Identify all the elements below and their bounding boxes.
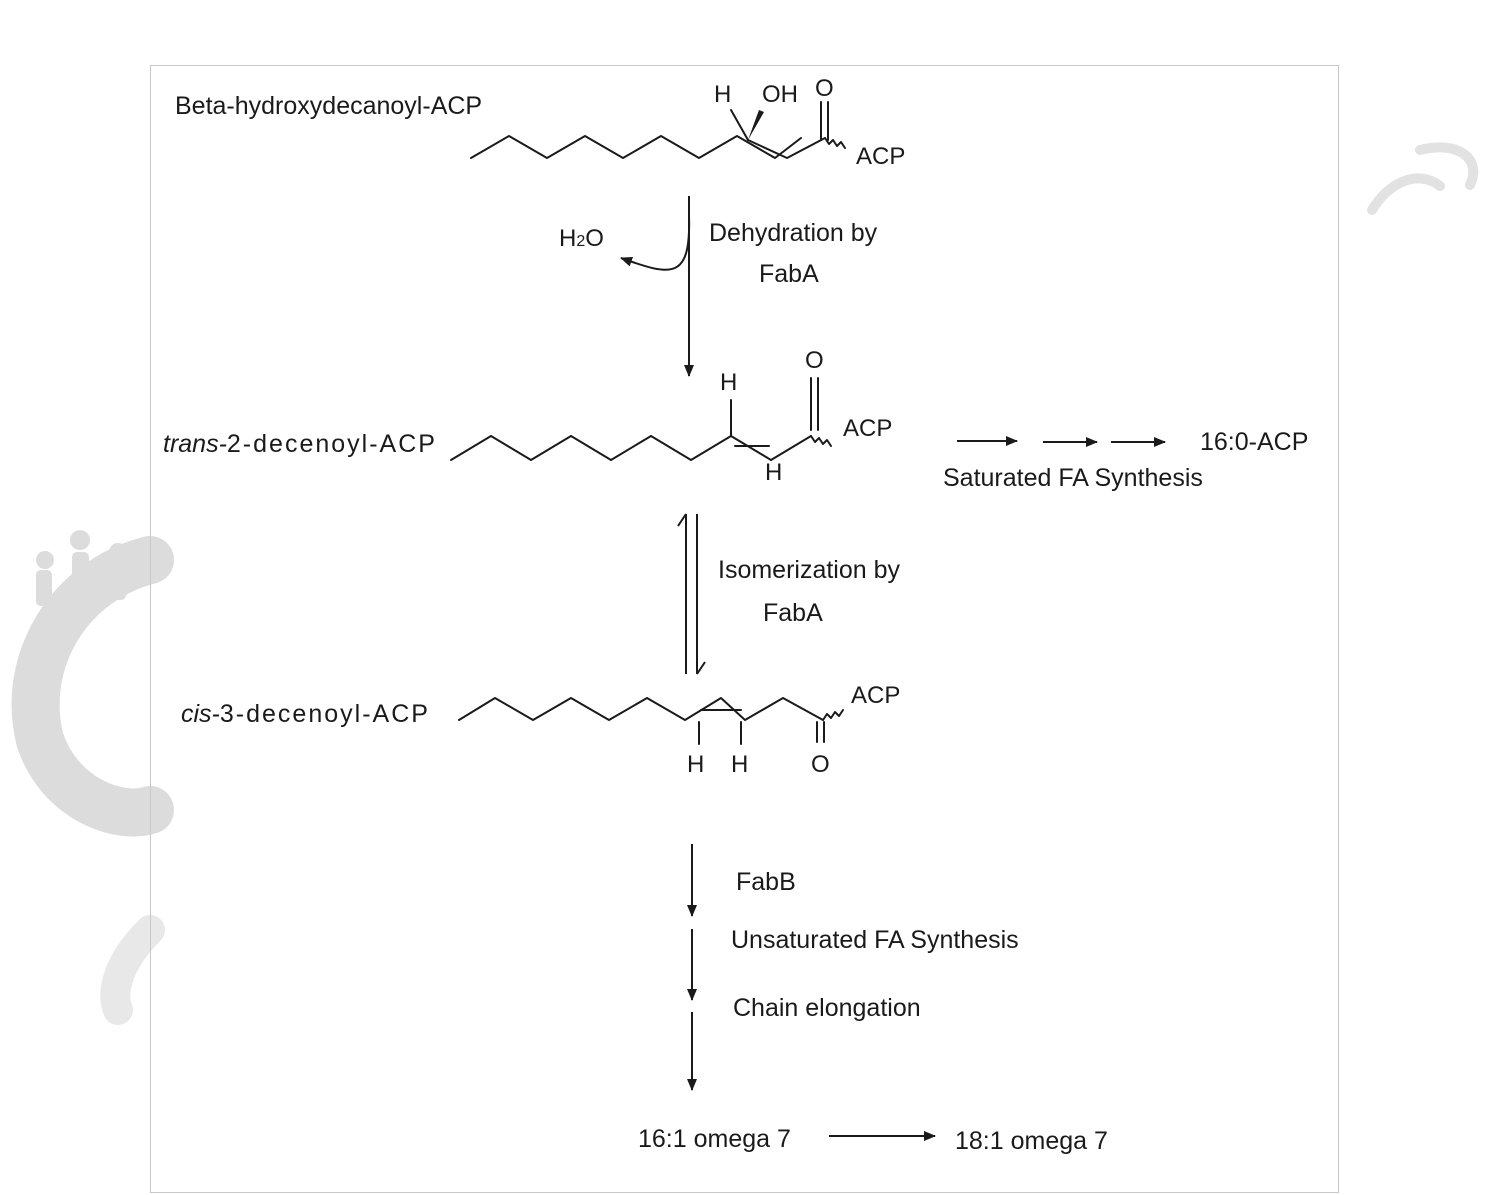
wedge-bond [748, 110, 764, 140]
saturated-branch: 16:0-ACP Saturated FA Synthesis [943, 428, 1308, 492]
dehydration-step: H2O Dehydration by FabA [559, 196, 878, 377]
dehydration-label: Dehydration by [709, 219, 878, 247]
isomerization-fabA-label: FabA [763, 599, 823, 627]
h-atom-top: H [720, 369, 737, 396]
wavy-acp-bond [810, 435, 832, 447]
h-atom-1: H [687, 751, 704, 778]
product-18-1-label: 18:1 omega 7 [955, 1127, 1108, 1155]
equilibrium-up-barb [677, 513, 687, 527]
isomerization-label: Isomerization by [718, 556, 901, 584]
chain-bonds [450, 435, 812, 461]
unsaturated-synthesis-label: Unsaturated FA Synthesis [731, 926, 1019, 954]
chain-elongation-label: Chain elongation [733, 994, 921, 1022]
equilibrium-down-barb [696, 661, 706, 675]
watermark-arc [100, 915, 165, 1025]
saturated-synthesis-label: Saturated FA Synthesis [943, 464, 1203, 492]
chain-bonds [470, 135, 802, 159]
unsaturated-branch: FabB Unsaturated FA Synthesis Chain elon… [638, 844, 1108, 1155]
cis-3-decenoyl-acp-label: cis-3-decenoyl-ACP [181, 700, 430, 728]
pathway-panel: Beta-hydroxydecanoyl-ACP H OH O ACP H2O … [150, 65, 1339, 1193]
fabA-label: FabA [759, 260, 819, 288]
wavy-acp-bond [824, 137, 846, 149]
fabb-label: FabB [736, 868, 796, 896]
compound-trans-2-decenoyl-acp: trans-2-decenoyl-ACP H H O ACP [163, 347, 892, 486]
wavy-acp-bond [822, 709, 844, 721]
h-atom-bottom: H [765, 459, 782, 486]
acp-group: ACP [856, 143, 905, 170]
h-bond [730, 109, 749, 141]
trans-2-decenoyl-acp-label: trans-2-decenoyl-ACP [163, 430, 437, 458]
isomerization-step: Isomerization by FabA [677, 513, 901, 675]
product-16-1-label: 16:1 omega 7 [638, 1125, 791, 1153]
watermark-figures [36, 530, 127, 606]
watermark-letters [1367, 142, 1479, 215]
acp-group: ACP [843, 415, 892, 442]
beta-hydroxydecanoyl-acp-label: Beta-hydroxydecanoyl-ACP [175, 92, 482, 120]
saturated-product-label: 16:0-ACP [1200, 428, 1308, 456]
acyl-bonds [747, 137, 826, 159]
watermark-swirl [11, 536, 174, 837]
oh-group: OH [762, 81, 798, 108]
fatty-acid-pathway-diagram: Beta-hydroxydecanoyl-ACP H OH O ACP H2O … [163, 75, 1308, 1155]
h-atom: H [714, 81, 731, 108]
acp-group: ACP [851, 682, 900, 709]
chain-bonds [458, 697, 824, 721]
compound-beta-hydroxydecanoyl-acp: Beta-hydroxydecanoyl-ACP H OH O ACP [175, 75, 905, 170]
o-atom: O [811, 751, 830, 778]
compound-cis-3-decenoyl-acp: cis-3-decenoyl-ACP H H O ACP [181, 682, 900, 778]
o-atom: O [815, 75, 834, 102]
o-atom: O [805, 347, 824, 374]
water-release-arrow [620, 215, 691, 271]
h-atom-2: H [731, 751, 748, 778]
water-label: H2O [559, 225, 604, 252]
